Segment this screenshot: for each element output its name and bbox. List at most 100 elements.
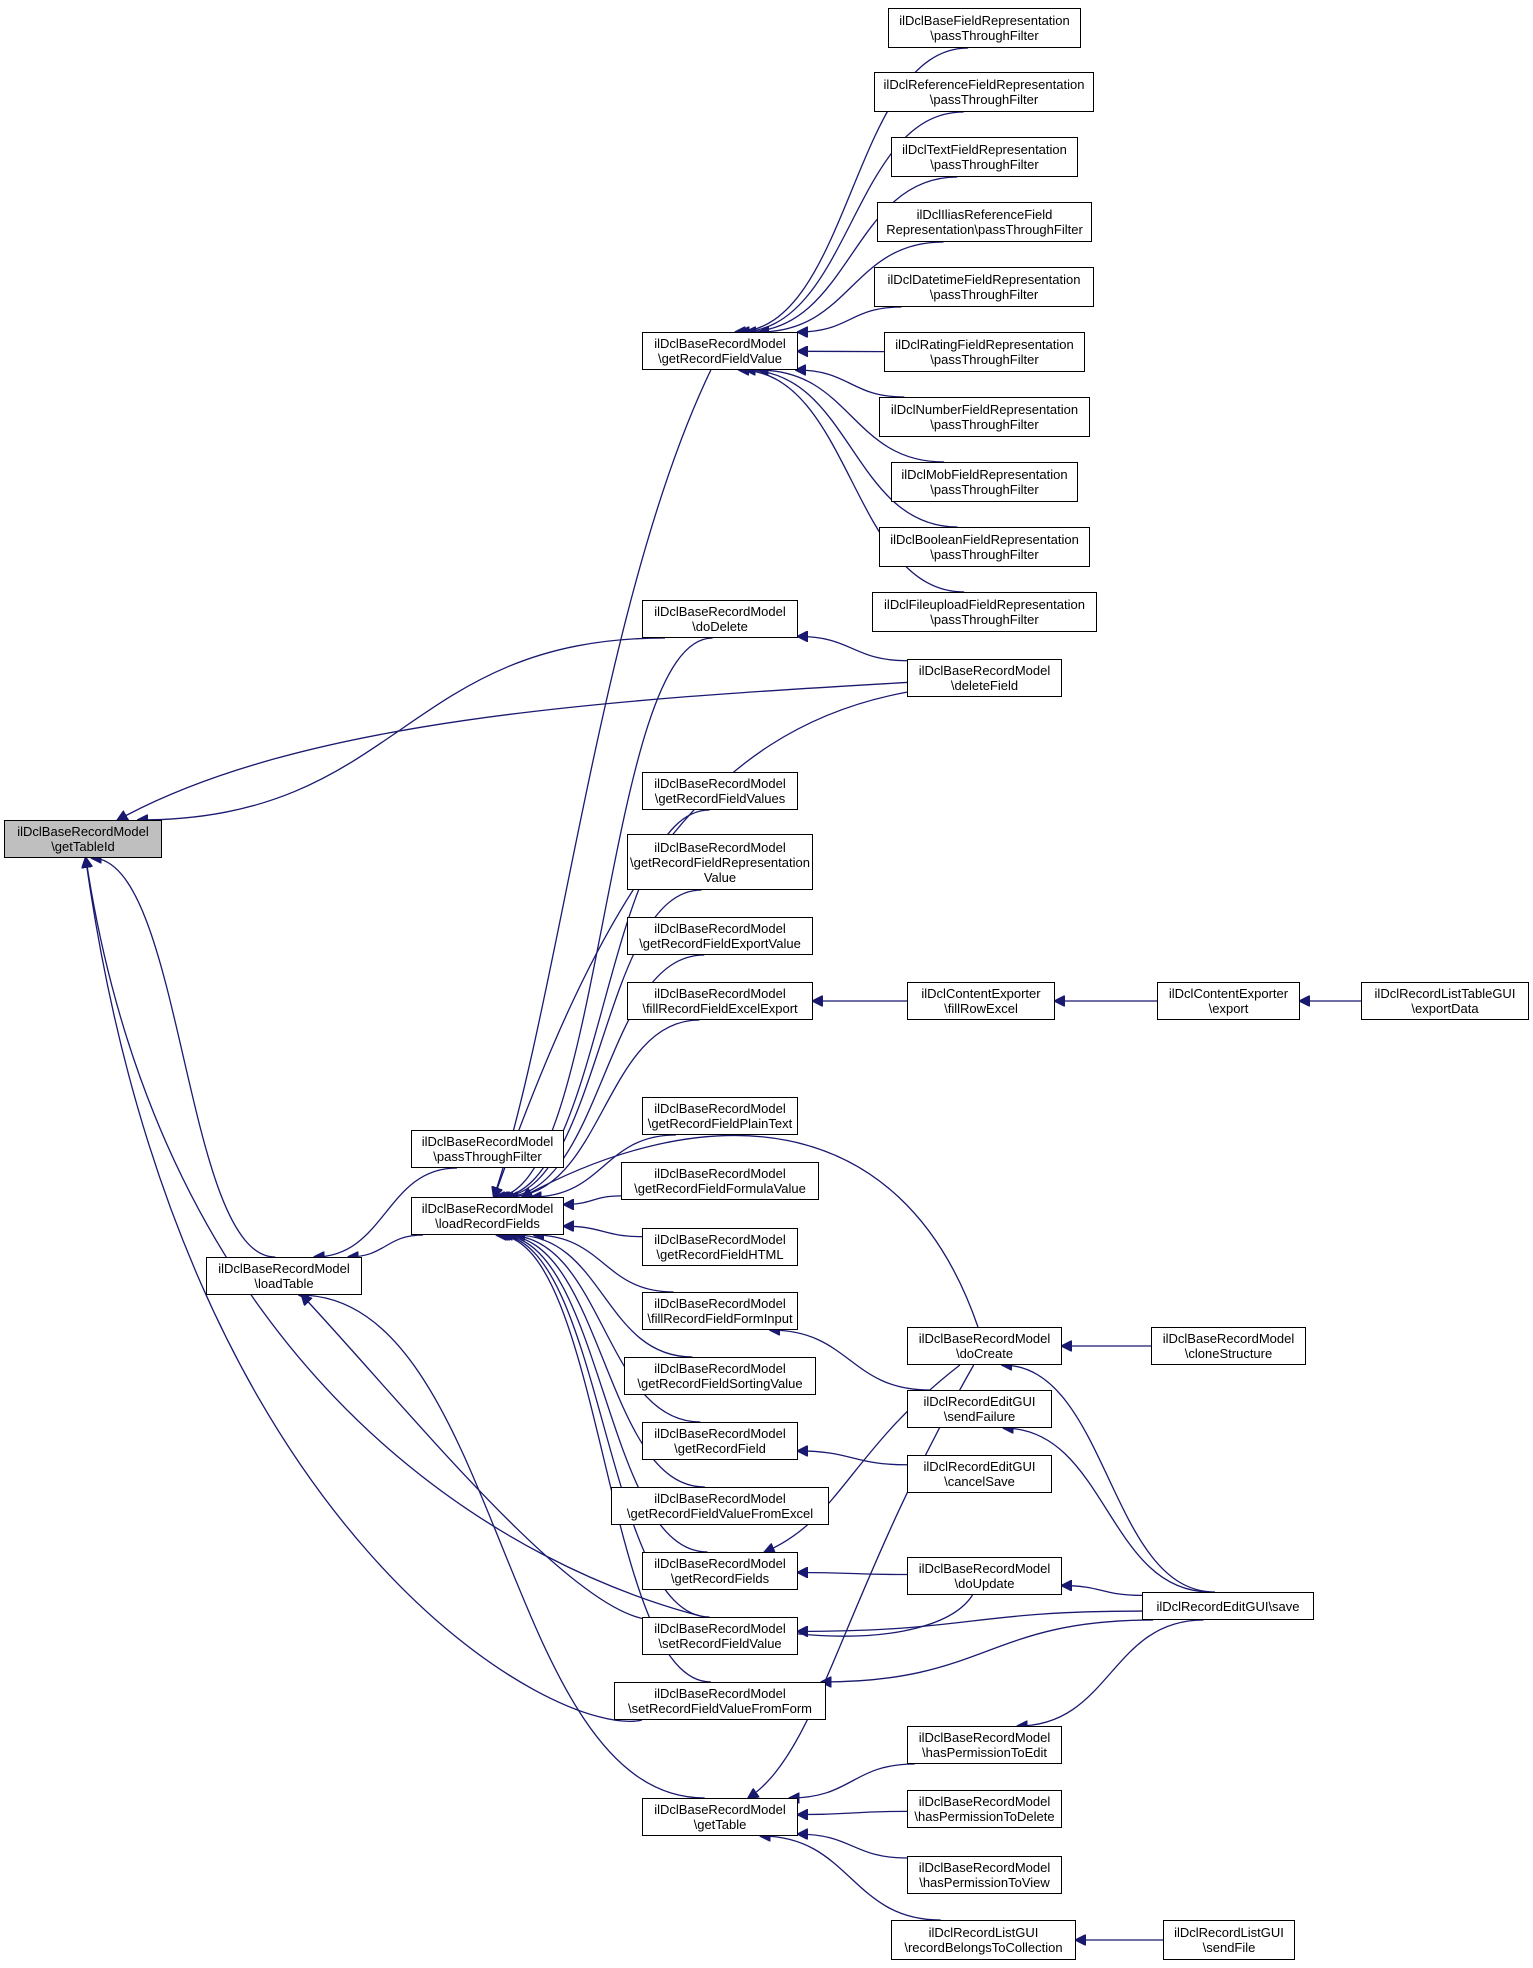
edge-n29-to-n4 — [746, 370, 958, 528]
edge-n40-to-n20 — [761, 1836, 941, 1921]
node-label-line: ilDclBaseRecordModel — [654, 336, 786, 351]
graph-node[interactable]: ilDclBaseRecordModel\getRecordFieldPlain… — [642, 1097, 798, 1135]
graph-node[interactable]: ilDclRecordListTableGUI\exportData — [1361, 982, 1529, 1020]
graph-node[interactable]: ilDclRatingFieldRepresentation\passThrou… — [884, 332, 1085, 372]
edge-n9-to-n3 — [508, 1019, 700, 1197]
graph-node[interactable]: ilDclReferenceFieldRepresentation\passTh… — [874, 72, 1094, 112]
graph-node[interactable]: ilDclBaseRecordModel\getRecordFieldValue… — [611, 1487, 829, 1525]
graph-node[interactable]: ilDclBaseRecordModel\getRecordFieldSorti… — [624, 1357, 816, 1395]
graph-node[interactable]: ilDclBaseRecordModel\passThroughFilter — [411, 1130, 564, 1168]
node-label-line: \getRecordFieldHTML — [656, 1247, 784, 1262]
graph-node[interactable]: ilDclRecordEditGUI\cancelSave — [907, 1455, 1052, 1493]
node-label-line: \fillRecordFieldExcelExport — [642, 1001, 798, 1016]
node-label-line: \sendFailure — [943, 1409, 1016, 1424]
node-label-line: \passThroughFilter — [930, 28, 1039, 43]
graph-node[interactable]: ilDclBaseRecordModel\getRecordFieldFormu… — [621, 1162, 819, 1200]
graph-node[interactable]: ilDclBaseRecordModel\doUpdate — [907, 1557, 1062, 1595]
graph-node[interactable]: ilDclBaseRecordModel\hasPermissionToEdit — [907, 1726, 1062, 1764]
node-label-line: \doUpdate — [954, 1576, 1015, 1591]
graph-node[interactable]: ilDclRecordListGUI\sendFile — [1163, 1920, 1295, 1960]
node-label-line: ilDclBaseRecordModel — [421, 1201, 554, 1216]
graph-node[interactable]: ilDclDatetimeFieldRepresentation\passThr… — [874, 267, 1094, 307]
graph-node[interactable]: ilDclBaseRecordModel\getRecordFieldValue — [642, 332, 798, 370]
node-label-line: \getRecordFieldValueFromExcel — [626, 1506, 814, 1521]
edge-n16-to-n3 — [503, 1235, 705, 1488]
edge-n25-to-n4 — [798, 306, 902, 332]
graph-node[interactable]: ilDclRecordListGUI\recordBelongsToCollec… — [891, 1920, 1076, 1960]
graph-node[interactable]: ilDclContentExporter\fillRowExcel — [907, 982, 1055, 1020]
graph-node[interactable]: ilDclBaseRecordModel\getRecordFieldExpor… — [627, 917, 813, 955]
graph-node[interactable]: ilDclBaseRecordModel\getRecordFieldValue… — [642, 772, 798, 810]
graph-node[interactable]: ilDclBaseRecordModel\loadRecordFields — [411, 1197, 564, 1235]
node-label-line: ilDclBaseRecordModel — [654, 1491, 786, 1506]
graph-node[interactable]: ilDclBaseRecordModel\getRecordFieldRepre… — [627, 834, 813, 890]
graph-node[interactable]: ilDclBaseRecordModel\setRecordFieldValue… — [614, 1682, 826, 1720]
graph-node[interactable]: ilDclBaseRecordModel\doDelete — [642, 600, 798, 638]
graph-node[interactable]: ilDclBaseRecordModel\getRecordFields — [642, 1552, 798, 1590]
edge-n14-to-n3 — [515, 1235, 693, 1358]
node-label-line: \loadRecordFields — [435, 1216, 540, 1231]
edge-n18-to-n1 — [302, 1295, 643, 1620]
node-label-line: \hasPermissionToEdit — [922, 1745, 1047, 1760]
node-label-line: ilDclContentExporter — [921, 986, 1041, 1001]
edge-n5-to-n0 — [138, 637, 665, 820]
node-label-line: ilDclRecordListGUI — [1174, 1925, 1284, 1940]
node-label-line: ilDclBaseRecordModel — [17, 824, 149, 839]
graph-node[interactable]: ilDclContentExporter\export — [1157, 982, 1300, 1020]
node-label-line: \getRecordFields — [670, 1571, 770, 1586]
graph-node[interactable]: ilDclTextFieldRepresentation\passThrough… — [891, 137, 1078, 177]
node-label-line: \doCreate — [955, 1346, 1014, 1361]
edge-n27-to-n4 — [796, 370, 905, 398]
edge-n6-to-n3 — [498, 809, 710, 1197]
node-label-line: ilDclContentExporter — [1168, 986, 1289, 1001]
graph-node[interactable]: ilDclBaseRecordModel\hasPermissionToDele… — [907, 1790, 1062, 1828]
edge-n31-to-n5 — [798, 636, 908, 662]
graph-node[interactable]: ilDclFileuploadFieldRepresentation\passT… — [872, 592, 1097, 632]
node-label-line: ilDclBaseRecordModel — [654, 839, 786, 855]
node-label-line: \setRecordFieldValue — [658, 1636, 782, 1651]
node-label-line: \getTableId — [51, 839, 115, 854]
node-label-line: ilDclBaseRecordModel — [421, 1134, 554, 1149]
node-label-line: ilDclBaseRecordModel — [654, 1296, 786, 1311]
edge-n8-to-n3 — [503, 954, 705, 1197]
graph-node[interactable]: ilDclBaseRecordModel\getRecordFieldHTML — [642, 1228, 798, 1266]
node-label-line: \passThroughFilter — [433, 1149, 542, 1164]
node-label-line: ilDclBaseRecordModel — [654, 776, 786, 791]
node-label-line: \getTable — [693, 1817, 747, 1832]
node-label-line: ilDclBaseRecordModel — [654, 921, 786, 936]
edge-n11-to-n3 — [564, 1195, 622, 1205]
graph-node[interactable]: ilDclBaseRecordModel\cloneStructure — [1151, 1327, 1306, 1365]
node-label-line: ilDclRecordEditGUI — [923, 1459, 1036, 1474]
edge-n13-to-n3 — [534, 1235, 674, 1293]
node-label-line: \getRecordFieldPlainText — [647, 1116, 793, 1131]
graph-node[interactable]: ilDclBaseRecordModel\hasPermissionToView — [907, 1856, 1062, 1894]
node-label-line: ilDclBaseRecordModel — [654, 1621, 786, 1636]
edge-n36-to-n0 — [86, 858, 974, 1637]
graph-node[interactable]: ilDclNumberFieldRepresentation\passThrou… — [879, 397, 1090, 437]
graph-node[interactable]: ilDclBooleanFieldRepresentation\passThro… — [879, 527, 1090, 567]
node-label-line: ilDclBaseRecordModel — [654, 1426, 786, 1441]
edge-n24-to-n4 — [759, 241, 944, 332]
graph-node[interactable]: ilDclBaseFieldRepresentation\passThrough… — [888, 8, 1081, 48]
edge-n43-to-n37 — [1018, 1619, 1204, 1726]
graph-node[interactable]: ilDclBaseRecordModel\doCreate — [907, 1327, 1062, 1365]
edge-n43-to-n19 — [822, 1619, 1154, 1682]
graph-node[interactable]: ilDclMobFieldRepresentation\passThroughF… — [891, 462, 1078, 502]
graph-node[interactable]: ilDclBaseRecordModel\getRecordField — [642, 1422, 798, 1460]
graph-node[interactable]: ilDclBaseRecordModel\getTable — [642, 1798, 798, 1836]
edge-n37-to-n20 — [790, 1763, 915, 1798]
node-label-line: ilDclBooleanFieldRepresentation — [890, 532, 1079, 547]
graph-node[interactable]: ilDclRecordEditGUI\sendFailure — [907, 1390, 1052, 1428]
graph-node[interactable]: ilDclBaseRecordModel\fillRecordFieldForm… — [642, 1292, 798, 1330]
graph-node[interactable]: ilDclBaseRecordModel\setRecordFieldValue — [642, 1617, 798, 1655]
graph-node[interactable]: ilDclRecordEditGUI\save — [1142, 1592, 1314, 1620]
node-label-line: \getRecordFieldExportValue — [639, 936, 801, 951]
graph-node[interactable]: ilDclBaseRecordModel\deleteField — [907, 659, 1062, 697]
graph-node[interactable]: ilDclBaseRecordModel\fillRecordFieldExce… — [627, 982, 813, 1020]
graph-node[interactable]: ilDclBaseRecordModel\loadTable — [206, 1257, 362, 1295]
edge-n21-to-n4 — [736, 47, 969, 332]
edge-n7-to-n3 — [500, 889, 702, 1197]
focus-node[interactable]: ilDclBaseRecordModel\getTableId — [4, 820, 162, 858]
node-label-line: \passThroughFilter — [930, 157, 1039, 172]
